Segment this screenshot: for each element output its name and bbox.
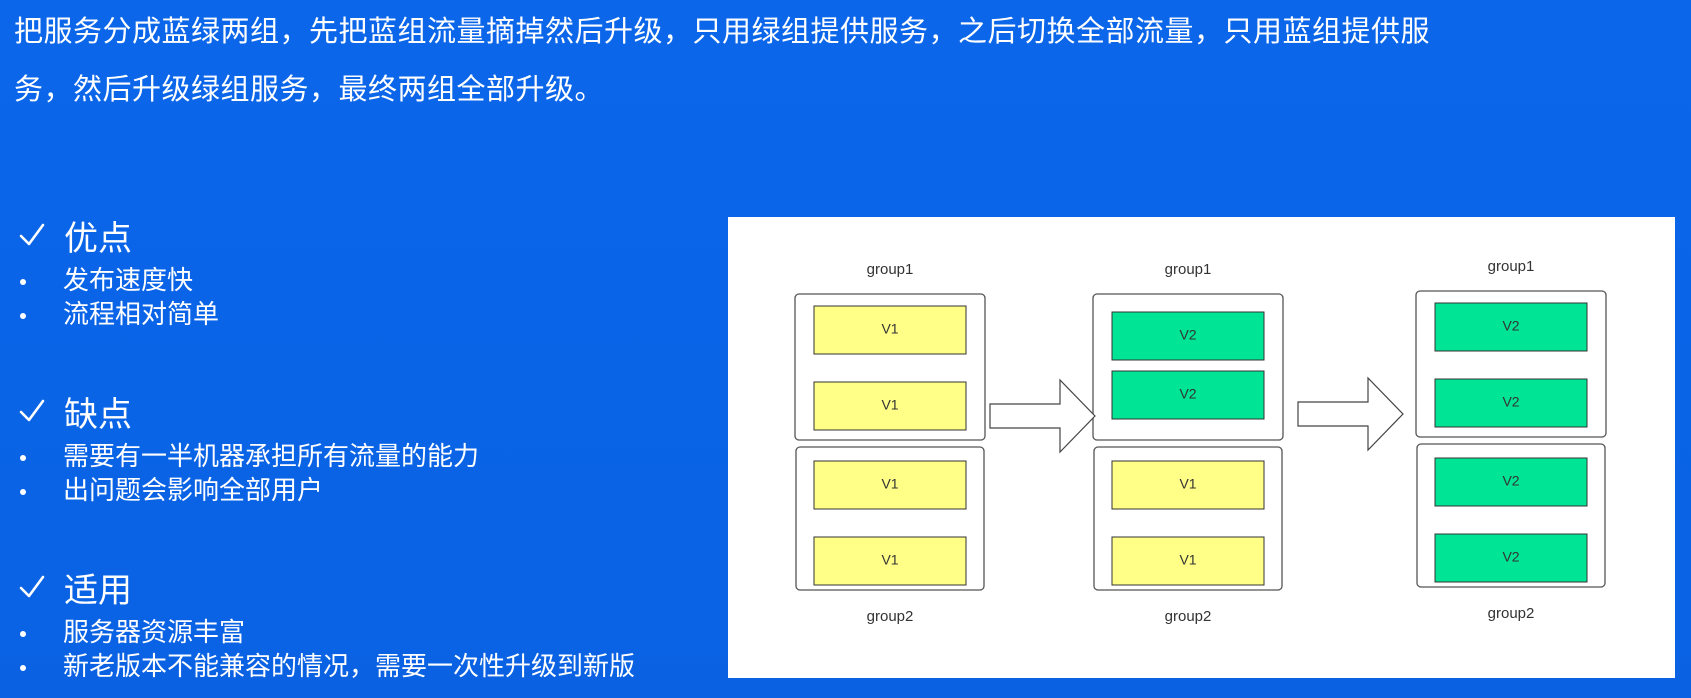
group1-label: group1 [867,261,914,278]
group2-label: group2 [867,608,914,625]
use-section: 适用 服务器资源丰富 新老版本不能兼容的情况，需要一次性升级到新版 [18,562,635,684]
instance-version-label: V1 [1179,476,1196,492]
instance-box [1434,302,1588,352]
diagram-canvas: group1group2V1V1V1V1group1group2V2V2V1V1… [794,258,1607,625]
intro-text: 把服务分成蓝绿两组，先把蓝组流量摘掉然后升级，只用绿组提供服务，之后切换全部流量… [14,2,1594,118]
list-item: 服务器资源丰富 [18,616,635,650]
instance-version-label: V1 [881,552,898,568]
instance-version-label: V1 [1179,552,1196,568]
instance-version-label: V2 [1179,327,1196,343]
instance-box [1111,536,1265,586]
instance-box [813,381,967,431]
cons-heading: 缺点 [18,386,479,436]
use-title: 适用 [64,570,132,611]
pros-section: 优点 发布速度快 流程相对简单 [18,210,219,332]
right-arrow-icon [989,378,1096,454]
instance-box [1111,460,1265,510]
instance-version-label: V2 [1179,386,1196,402]
instance-version-label: V2 [1502,473,1519,489]
use-heading: 适用 [18,562,635,612]
pros-title: 优点 [64,218,132,259]
instance-version-label: V2 [1502,394,1519,410]
instance-box [813,536,967,586]
intro-line-1: 把服务分成蓝绿两组，先把蓝组流量摘掉然后升级，只用绿组提供服务，之后切换全部流量… [14,14,1431,48]
list-item: 需要有一半机器承担所有流量的能力 [18,440,479,474]
group2-label: group2 [1165,608,1212,625]
cons-section: 缺点 需要有一半机器承担所有流量的能力 出问题会影响全部用户 [18,386,479,508]
list-item: 流程相对简单 [18,298,219,332]
pros-list: 发布速度快 流程相对简单 [18,264,219,332]
instance-box [1434,533,1588,583]
instance-version-label: V2 [1502,549,1519,565]
use-list: 服务器资源丰富 新老版本不能兼容的情况，需要一次性升级到新版 [18,616,635,684]
checkmark-icon [19,223,45,246]
list-item: 发布速度快 [18,264,219,298]
list-item: 出问题会影响全部用户 [18,474,479,508]
instance-version-label: V2 [1502,318,1519,334]
group1-label: group1 [1488,258,1535,275]
group2-label: group2 [1488,605,1535,622]
cons-list: 需要有一半机器承担所有流量的能力 出问题会影响全部用户 [18,440,479,508]
list-item: 新老版本不能兼容的情况，需要一次性升级到新版 [18,650,635,684]
group1-label: group1 [1165,261,1212,278]
instance-version-label: V1 [881,321,898,337]
checkmark-icon [19,399,45,422]
instance-box [1111,311,1265,361]
instance-box [813,305,967,355]
instance-box [1434,457,1588,507]
right-arrow-icon [1297,376,1404,452]
instance-version-label: V1 [881,397,898,413]
checkmark-icon [19,575,45,598]
instance-box [1434,378,1588,428]
pros-heading: 优点 [18,210,219,260]
instance-box [813,460,967,510]
instance-version-label: V1 [881,476,898,492]
cons-title: 缺点 [64,394,132,435]
instance-box [1111,370,1265,420]
intro-line-2: 务，然后升级绿组服务，最终两组全部升级。 [14,72,605,106]
